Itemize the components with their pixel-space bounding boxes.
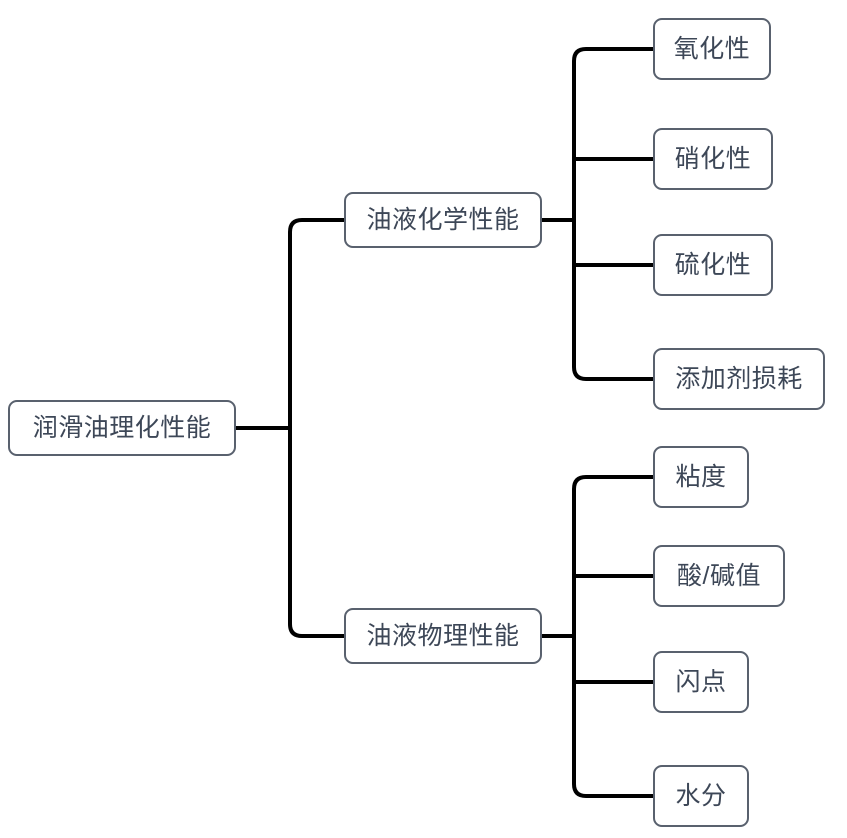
node-leaf-viscosity[interactable]: 粘度 [653, 446, 749, 508]
node-leaf-acid-base[interactable]: 酸/碱值 [653, 545, 785, 607]
node-branch-physical[interactable]: 油液物理性能 [344, 608, 542, 664]
connector-physical-to-viscosity [572, 475, 653, 490]
node-root[interactable]: 润滑油理化性能 [8, 400, 236, 456]
node-leaf-nitration[interactable]: 硝化性 [653, 128, 773, 190]
node-leaf-additive-loss[interactable]: 添加剂损耗 [653, 348, 825, 410]
node-branch-physical-label: 油液物理性能 [366, 621, 520, 650]
node-leaf-additive-loss-label: 添加剂损耗 [675, 364, 803, 393]
connector-root-to-physical [288, 623, 344, 638]
connector-root-to-chemical [288, 218, 344, 233]
node-leaf-oxidation[interactable]: 氧化性 [653, 18, 771, 80]
node-leaf-oxidation-label: 氧化性 [673, 34, 751, 63]
node-root-label: 润滑油理化性能 [32, 413, 212, 442]
node-leaf-sulfation-label: 硫化性 [674, 250, 752, 279]
node-leaf-flash-point[interactable]: 闪点 [653, 651, 749, 713]
node-branch-chemical-label: 油液化学性能 [366, 205, 520, 234]
node-leaf-sulfation[interactable]: 硫化性 [653, 234, 773, 296]
connector-chemical-to-oxidation [572, 47, 653, 62]
node-leaf-nitration-label: 硝化性 [674, 144, 752, 173]
connector-chemical-to-additive-loss [572, 366, 653, 381]
node-leaf-flash-point-label: 闪点 [675, 667, 727, 696]
node-branch-chemical[interactable]: 油液化学性能 [344, 192, 542, 248]
node-leaf-viscosity-label: 粘度 [675, 462, 727, 491]
node-leaf-moisture-label: 水分 [675, 781, 727, 810]
connector-physical-to-moisture [572, 783, 653, 798]
node-leaf-acid-base-label: 酸/碱值 [677, 561, 761, 590]
node-leaf-moisture[interactable]: 水分 [653, 765, 749, 827]
